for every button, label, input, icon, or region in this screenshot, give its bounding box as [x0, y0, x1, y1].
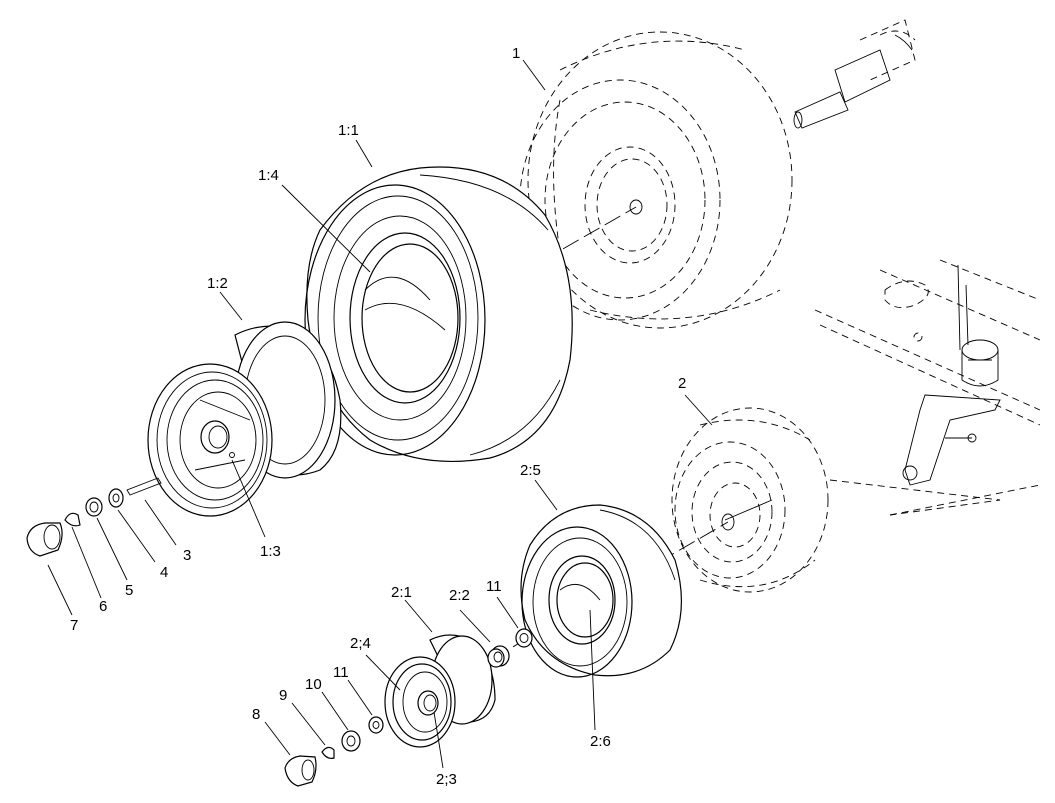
hardware-bearings: [487, 628, 533, 668]
callout-4: 4: [160, 564, 168, 581]
hardware-left: [26, 477, 162, 557]
callout-2-1: 2:1: [391, 584, 412, 601]
callout-3: 3: [183, 547, 191, 564]
spindle-assembly-phantom: [793, 19, 916, 129]
callout-8: 8: [252, 706, 260, 723]
callout-7: 7: [70, 617, 78, 634]
callout-2-2: 2:2: [449, 587, 470, 604]
callout-11-top: 11: [486, 578, 502, 595]
callout-1: 1: [512, 45, 520, 62]
callout-11-bottom: 11: [333, 664, 349, 681]
callout-6: 6: [99, 598, 107, 615]
tire-small: [520, 504, 682, 678]
tire-large: [304, 166, 573, 462]
callout-2-3: 2;3: [436, 771, 457, 788]
callout-10: 10: [305, 676, 322, 693]
callout-2-5: 2:5: [520, 462, 541, 479]
callout-9: 9: [279, 687, 287, 704]
caster-fork-phantom: [902, 339, 1001, 486]
callout-1-3: 1:3: [260, 543, 281, 560]
callout-2: 2: [678, 375, 686, 392]
callout-labels: 1 1:1 1:4 1:2 1:3 2 2:5 2:1 2:2 11 2;4 2…: [70, 45, 686, 788]
callout-2-4: 2;4: [350, 635, 371, 652]
rim-small: [384, 634, 496, 748]
mower-frame-phantom: [814, 259, 1041, 516]
leader-lines: [47, 59, 713, 769]
callout-1-2: 1:2: [207, 275, 228, 292]
callout-2-6: 2:6: [590, 733, 611, 750]
hardware-bottom: [284, 716, 384, 787]
phantom-front-wheel: [671, 407, 829, 593]
callout-1-4: 1:4: [258, 167, 279, 184]
rim-large: [147, 321, 342, 517]
callout-5: 5: [125, 582, 133, 599]
callout-1-1: 1:1: [338, 122, 359, 139]
